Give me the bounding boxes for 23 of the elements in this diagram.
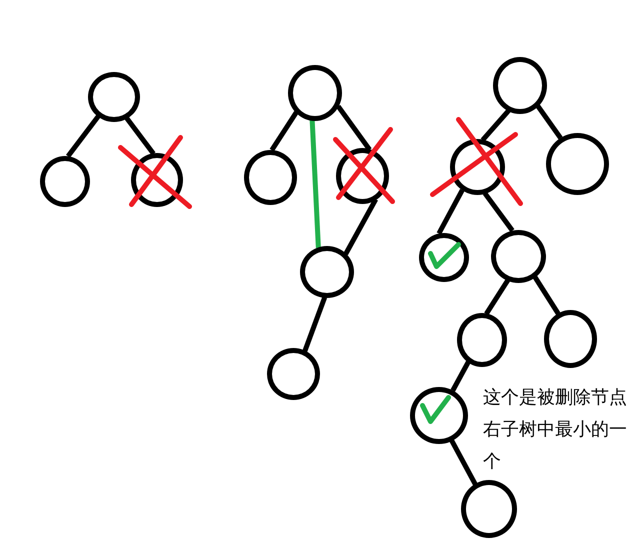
annotation-text: 这个是被删除节点右子树中最小的一个: [483, 386, 628, 474]
tree-node: [266, 348, 320, 400]
tree-edge: [310, 120, 321, 248]
tree-edge: [484, 278, 510, 316]
tree-edge: [450, 360, 470, 392]
tree-node: [419, 232, 469, 282]
tree-node: [40, 156, 90, 206]
tree-edge: [436, 188, 464, 235]
tree-edge: [66, 114, 100, 158]
tree-edge: [532, 275, 560, 315]
tree-node: [300, 246, 354, 298]
tree-edge: [124, 116, 156, 156]
tree-edge: [302, 296, 328, 352]
tree-edge: [336, 104, 372, 152]
tree-edge: [482, 192, 514, 232]
tree-edge: [449, 439, 478, 486]
tree-node: [88, 72, 140, 122]
tree-edge: [480, 108, 511, 142]
tree-edge: [344, 198, 378, 256]
tree-node: [457, 313, 507, 367]
tree-edge: [270, 111, 298, 152]
tree-node: [288, 65, 342, 121]
tree-edge: [536, 104, 563, 140]
